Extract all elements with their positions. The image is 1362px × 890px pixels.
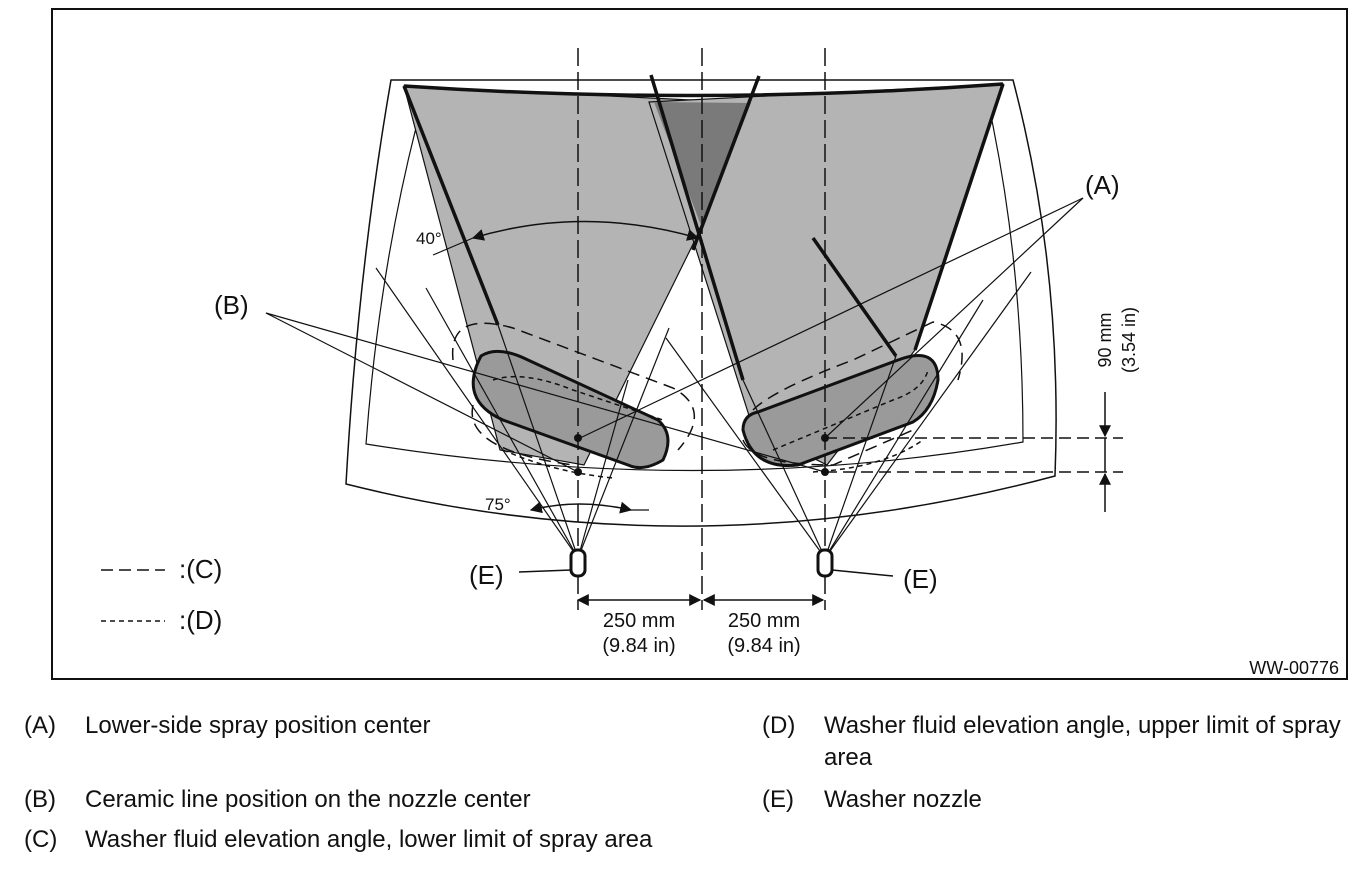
right-spacing-mm: 250 mm [728,610,800,632]
legend-text: Lower-side spray position center [85,712,431,739]
fan-angle-leader [432,237,474,256]
spray-top-edge [403,82,1004,98]
left-spacing-mm: 250 mm [603,610,675,632]
legend-key: (C) [24,826,58,853]
center-lines [577,48,826,610]
spray-overlap-area [654,102,751,228]
callout-e-left-leader [518,569,572,573]
callout-b-label: (B) [214,290,249,320]
left-lower-spray-ellipse [471,349,670,470]
vertical-dimension-in: (3.54 in) [1119,307,1139,373]
figure-code: WW-00776 [1249,658,1339,678]
left-spacing-in: (9.84 in) [602,635,675,657]
nozzle-angle-label: 75° [485,495,511,514]
legend-key: (A) [24,712,56,739]
diagram-drawing: (A) (B) (E) (E) 40° 75° 250 mm (9.84 in)… [101,48,1339,678]
right-washer-nozzle [816,548,834,578]
lower-limit-curves [451,321,963,466]
legend: (A) Lower-side spray position center (B)… [0,700,1362,890]
legend-text: Washer nozzle [824,786,982,813]
callout-a-leaders [579,197,1084,439]
legend-key: (B) [24,786,56,813]
right-spacing-in: (9.84 in) [727,635,800,657]
vertical-dimension-mm: 90 mm [1095,312,1115,367]
legend-text: Ceramic line position on the nozzle cent… [85,786,531,813]
callout-e-right-label: (E) [903,564,938,594]
callout-e-left-label: (E) [469,560,504,590]
key-label-d: :(D) [179,605,222,635]
spray-fan-boundaries [402,74,1005,381]
callout-a-label: (A) [1085,170,1120,200]
legend-text: Washer fluid elevation angle, upper limi… [824,712,1341,771]
vertical-dimension [825,392,1123,512]
washer-spray-diagram: (A) (B) (E) (E) 40° 75° 250 mm (9.84 in)… [51,8,1348,680]
windshield-outline [345,79,1057,527]
key-label-c: :(C) [179,554,222,584]
callout-e-right-leader [831,569,894,577]
windshield-inner-outline [365,115,1024,472]
callout-b-leaders [265,312,826,473]
right-nozzle-spray-lines [665,271,1032,559]
right-lower-spray-ellipse [741,354,940,468]
legend-text: Washer fluid elevation angle, lower limi… [85,826,653,853]
fan-angle-arc [471,220,700,241]
fan-angle-label: 40° [416,229,442,248]
nozzle-angle-arc [529,501,633,514]
legend-key: (E) [762,786,794,813]
left-washer-nozzle [569,548,587,578]
legend-key: (D) [762,712,796,739]
